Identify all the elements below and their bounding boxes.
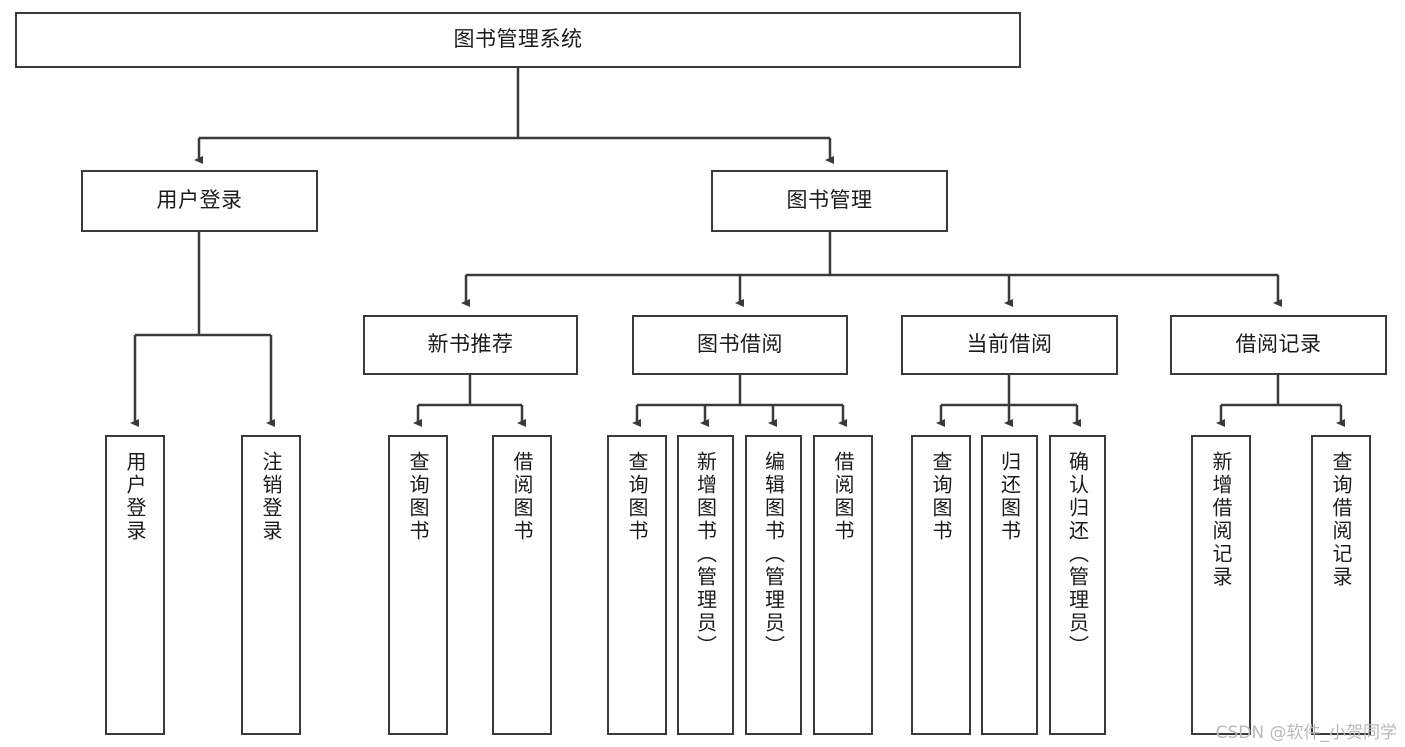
node-user-login[interactable]: 用户登录 [81,170,318,232]
node-label: 图书借阅 [697,332,783,357]
node-book-management[interactable]: 图书管理 [711,170,948,232]
node-label: 图书管理系统 [453,27,583,52]
node-root-system[interactable]: 图书管理系统 [15,12,1021,68]
node-new-book-recommend[interactable]: 新书推荐 [363,315,578,375]
node-label: 用户登录 [156,188,243,213]
node-label: 归还图书 [997,451,1022,543]
node-label: 当前借阅 [966,332,1053,357]
node-borrow-record[interactable]: 借阅记录 [1170,315,1387,375]
node-label: 新书推荐 [427,332,514,357]
node-label: 借阅图书 [831,451,855,543]
node-leaf-add-book[interactable]: 新增图书（管理员） [677,435,734,735]
node-label: 查询图书 [929,451,953,543]
node-leaf-add-record[interactable]: 新增借阅记录 [1191,435,1251,735]
node-label: 借阅记录 [1235,332,1322,357]
node-label: 新增借阅记录 [1209,451,1233,589]
node-label: 查询图书 [406,451,430,543]
node-label: 用户登录 [123,451,147,543]
node-current-borrow[interactable]: 当前借阅 [901,315,1118,375]
node-label: 查询借阅记录 [1329,451,1353,589]
watermark-text: CSDN @软件_小贺同学 [1215,723,1397,743]
node-label: 注销登录 [259,451,283,543]
node-leaf-query-book-3[interactable]: 查询图书 [911,435,971,735]
node-label: 编辑图书（管理员） [761,451,786,658]
node-leaf-query-book-2[interactable]: 查询图书 [607,435,667,735]
node-leaf-query-record[interactable]: 查询借阅记录 [1311,435,1371,735]
node-leaf-confirm-return[interactable]: 确认归还（管理员） [1049,435,1106,735]
node-leaf-borrow-book-2[interactable]: 借阅图书 [813,435,873,735]
node-leaf-return-book[interactable]: 归还图书 [981,435,1038,735]
node-leaf-edit-book[interactable]: 编辑图书（管理员） [745,435,802,735]
node-label: 查询图书 [625,451,649,543]
node-label: 图书管理 [786,188,873,213]
node-leaf-borrow-book-1[interactable]: 借阅图书 [492,435,552,735]
node-leaf-query-book-1[interactable]: 查询图书 [388,435,448,735]
node-label: 新增图书（管理员） [693,451,718,658]
node-label: 借阅图书 [510,451,534,543]
node-label: 确认归还（管理员） [1065,451,1090,658]
node-book-borrow[interactable]: 图书借阅 [632,315,848,375]
node-leaf-user-login[interactable]: 用户登录 [105,435,165,735]
node-leaf-user-logout[interactable]: 注销登录 [241,435,301,735]
